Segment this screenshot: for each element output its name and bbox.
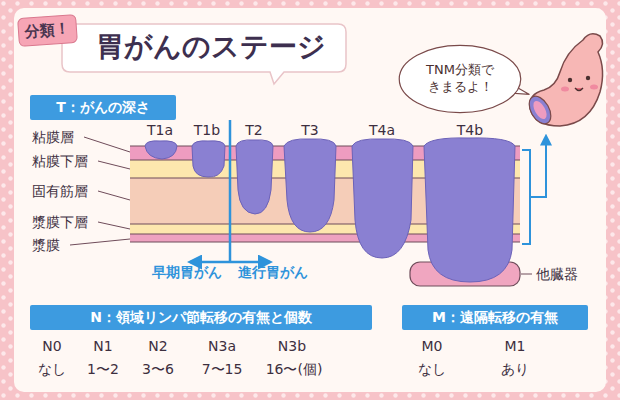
mascot-eye bbox=[586, 76, 590, 80]
title: 胃がんのステージ bbox=[96, 29, 326, 65]
speech-bubble: TNM分類で きまるよ！ bbox=[398, 44, 522, 114]
tumors bbox=[145, 138, 515, 282]
stage-label: T1b bbox=[194, 122, 220, 138]
leader-line bbox=[98, 222, 130, 229]
tumor-t2 bbox=[236, 140, 273, 214]
table-cell: あり bbox=[501, 361, 529, 377]
table-cell: N3b bbox=[278, 338, 306, 354]
region-label: 進行胃がん bbox=[238, 264, 308, 280]
node-text: T：がんの深さ bbox=[56, 98, 150, 116]
layer-label: 漿膜下層 bbox=[32, 214, 88, 230]
tumor-t1b bbox=[192, 141, 225, 177]
stage-label: T3 bbox=[301, 122, 318, 138]
leader-line bbox=[521, 274, 532, 275]
tumor-t3 bbox=[284, 139, 336, 232]
leader-line bbox=[84, 137, 130, 152]
stage-label: T1a bbox=[147, 122, 173, 138]
node-text: 分類！ bbox=[24, 19, 70, 42]
panel bbox=[14, 8, 606, 392]
table-cell: N0 bbox=[42, 338, 61, 354]
table-cell: N1 bbox=[93, 338, 112, 354]
layer-label: 粘膜下層 bbox=[32, 153, 88, 169]
leader-line bbox=[98, 161, 130, 169]
section-header: N：領域リンパ節転移の有無と個数 bbox=[30, 305, 372, 330]
mascot-body bbox=[530, 34, 603, 126]
leader-line bbox=[98, 191, 130, 200]
stage-label: T4b bbox=[457, 122, 483, 138]
section-header: T：がんの深さ bbox=[30, 95, 176, 120]
table-cell: N3a bbox=[208, 338, 236, 354]
tumor-t1a bbox=[145, 141, 177, 159]
node-text: N：領域リンパ節転移の有無と個数 bbox=[90, 308, 312, 326]
table-cell: M0 bbox=[422, 338, 443, 354]
table-cell: 16〜(個) bbox=[266, 361, 323, 377]
bracket bbox=[522, 136, 546, 244]
organ-label: 他臓器 bbox=[536, 266, 578, 282]
table-cell: 7〜15 bbox=[202, 361, 243, 377]
table-cell: 1〜2 bbox=[87, 361, 119, 377]
leader-line bbox=[70, 239, 130, 245]
title-box bbox=[62, 24, 346, 84]
node-text: TNM分類で きまるよ！ bbox=[422, 62, 498, 96]
table-cell: なし bbox=[38, 361, 66, 377]
stage-label: T4a bbox=[369, 122, 395, 138]
table-cell: なし bbox=[418, 361, 446, 377]
leader-lines bbox=[70, 137, 532, 274]
stage-label: T2 bbox=[245, 122, 262, 138]
mascot bbox=[525, 34, 603, 128]
mascot-blush bbox=[590, 85, 598, 90]
tumor-t4b bbox=[424, 138, 515, 282]
bubble-ellipse bbox=[399, 45, 521, 112]
mascot-eye bbox=[568, 78, 572, 82]
section-header: M：遠隔転移の有無 bbox=[402, 305, 588, 330]
divider-arrow bbox=[190, 261, 270, 264]
layer-label: 粘膜層 bbox=[32, 129, 74, 145]
table-cell: 3〜6 bbox=[142, 361, 174, 377]
table-cell: N2 bbox=[148, 338, 167, 354]
mascot-blush bbox=[561, 87, 569, 92]
mascot-section-inner bbox=[531, 99, 550, 121]
tumor-t4a bbox=[352, 139, 413, 258]
mascot-mouth bbox=[575, 88, 583, 91]
node-text: M：遠隔転移の有無 bbox=[432, 308, 558, 326]
divider-line bbox=[229, 120, 232, 262]
region-label: 早期胃がん bbox=[152, 264, 222, 280]
tag-box: 分類！ bbox=[17, 14, 78, 47]
mascot-section bbox=[525, 93, 556, 128]
layer-label: 漿膜 bbox=[32, 237, 60, 253]
layer-label: 固有筋層 bbox=[32, 183, 88, 199]
table-cell: M1 bbox=[505, 338, 526, 354]
